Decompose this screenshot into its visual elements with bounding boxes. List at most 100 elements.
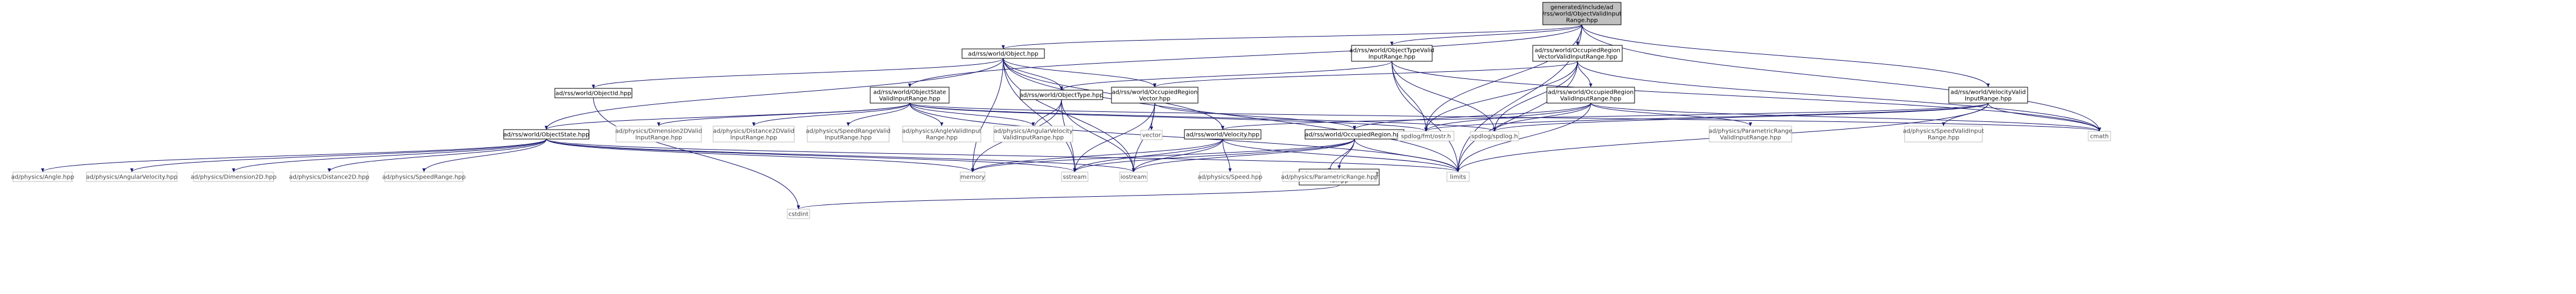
edge-objectstate-to-iostream [546, 138, 1136, 173]
edge-objectstate-to-sstream [546, 138, 1077, 173]
node-object-label-line: ad/rss/world/Object.hpp [968, 51, 1038, 58]
node-speedrange-label-line: ad/physics/SpeedRange.hpp [382, 174, 466, 181]
node-dim2d-box [193, 171, 274, 182]
edge-object-to-objectid [591, 58, 1004, 89]
node-objectstatevalid[interactable]: ad/rss/world/ObjectStateValidInputRange.… [870, 87, 950, 104]
edge-occregvalid-to-paramrangevalid [1590, 103, 1752, 127]
node-dist2dvalid-label-line: InputRange.hpp [730, 135, 777, 141]
node-velocity[interactable]: ad/rss/world/Velocity.hpp [1184, 129, 1262, 140]
node-memory-label-line: memory [960, 174, 985, 181]
edge-occregvecvalid-to-occregvec [1153, 61, 1578, 88]
node-memory: memory [960, 171, 986, 182]
node-paramrange-box [1282, 171, 1377, 182]
node-root-label-line: generated/include/ad [1550, 5, 1613, 11]
node-angle-label-line: ad/physics/Angle.hpp [11, 174, 74, 181]
edge-objectstate-to-dist2d [327, 138, 547, 173]
node-spdlogfmt-box [1397, 131, 1455, 141]
node-vector-label-line: vector [1142, 133, 1161, 139]
node-limits-box [1446, 171, 1470, 182]
edge-objectstatevalid-to-anglevalid [909, 103, 944, 127]
node-anglevalid-label-line: Range.hpp [926, 135, 958, 141]
node-occregvec-label-line: ad/rss/world/OccupiedRegion [1112, 90, 1198, 96]
edge-occreg-to-sstream [1073, 138, 1355, 173]
edge-object-to-occregvec [1003, 58, 1157, 88]
node-spdlog-label-line: spdlog/spdlog.h [1471, 134, 1517, 140]
edge-occregvalid-to-cmath [1590, 103, 2101, 132]
node-limits: limits [1446, 171, 1470, 182]
edge-velocity-to-iostream [1131, 138, 1223, 173]
node-objectstate[interactable]: ad/rss/world/ObjectState.hpp [503, 129, 590, 140]
edge-objectstate-to-limits [546, 138, 1460, 173]
node-sstream: sstream [1061, 171, 1089, 182]
edge-object-to-iostream [1003, 58, 1136, 173]
node-paramrangevalid: ad/physics/ParametricRangeValidInputRang… [1709, 125, 1792, 143]
nodes-layer: generated/include/ad/rss/world/ObjectVal… [11, 2, 2111, 219]
node-speed-box [1199, 171, 1261, 182]
node-objecttype-label-line: ad/rss/world/ObjectType.hpp [1020, 93, 1103, 99]
node-dist2d-box [290, 171, 368, 182]
edge-objecttypevalid-to-cmath [1392, 61, 2101, 132]
edge-root-to-object [1001, 24, 1582, 49]
node-velocity-box [1184, 129, 1262, 140]
edge-velocity-to-limits [1222, 138, 1460, 173]
node-occregvecvalid-label-line: VectorValidInputRange.hpp [1537, 54, 1618, 61]
node-speed-label-line: ad/physics/Speed.hpp [1197, 174, 1262, 181]
node-object[interactable]: ad/rss/world/Object.hpp [961, 48, 1045, 59]
edge-velocityvalid-to-cmath [1988, 103, 2101, 132]
edge-occreg-to-paramrange [1327, 138, 1355, 173]
node-object-box [961, 48, 1045, 59]
node-speed: ad/physics/Speed.hpp [1197, 171, 1263, 182]
edge-velocityvalid-to-velocity [1221, 103, 1989, 130]
node-objecttypevalid-box [1351, 45, 1433, 62]
edge-root-to-objectstatevalid [908, 24, 1582, 88]
node-occreg[interactable]: ad/rss/world/OccupiedRegion.hpp [1304, 129, 1405, 140]
edge-objectstatevalid-to-speedrangevalid [846, 103, 910, 127]
node-root[interactable]: generated/include/ad/rss/world/ObjectVal… [1542, 2, 1622, 25]
node-angvelvalid-label-line: ad/physics/AngularVelocity [994, 128, 1073, 135]
node-speedrangevalid-label-line: InputRange.hpp [825, 135, 872, 141]
edge-objectstate-to-angle [41, 138, 547, 173]
node-objecttype-box [1020, 90, 1103, 100]
edge-occreg-to-iostream [1131, 138, 1355, 173]
edge-objecttypevalid-to-objecttype [1060, 61, 1392, 91]
node-objecttype[interactable]: ad/rss/world/ObjectType.hpp [1020, 90, 1103, 100]
node-iostream-label-line: iostream [1121, 174, 1147, 181]
node-paramrangevalid-label-line: ValidInputRange.hpp [1720, 135, 1781, 141]
edge-velocity-to-sstream [1073, 138, 1223, 173]
edge-objectstatevalid-to-dim2dvalid [657, 103, 910, 127]
edge-root-to-spdlogfmt [1424, 24, 1582, 132]
edge-root-to-velocityvalid [1582, 24, 1990, 88]
node-iostream: iostream [1119, 171, 1148, 182]
node-dim2dvalid-label-line: ad/physics/Dimension2DValid [615, 128, 703, 135]
node-cmath-box [2088, 131, 2111, 141]
edge-root-to-objecttypevalid [1390, 24, 1582, 46]
node-dim2d: ad/physics/Dimension2D.hpp [191, 171, 277, 182]
node-occregvecvalid-box [1532, 45, 1623, 62]
edge-occregvec-to-sstream [1073, 103, 1155, 173]
node-cmath: cmath [2088, 131, 2111, 141]
node-dim2dvalid: ad/physics/Dimension2DValidInputRange.hp… [615, 125, 703, 143]
edge-objectstatevalid-to-dist2dvalid [752, 103, 910, 127]
node-occregvecvalid[interactable]: ad/rss/world/OccupiedRegionVectorValidIn… [1532, 45, 1623, 62]
node-objectstatevalid-label-line: ValidInputRange.hpp [879, 96, 940, 103]
node-angvel-label-line: ad/physics/AngularVelocity.hpp [86, 174, 177, 181]
node-angvelvalid-box [993, 125, 1073, 143]
node-speedrangevalid-box [807, 125, 890, 143]
node-dist2d: ad/physics/Distance2D.hpp [289, 171, 370, 182]
node-occregvalid-box [1546, 87, 1635, 104]
node-occregvalid[interactable]: ad/rss/world/OccupiedRegionValidInputRan… [1546, 87, 1635, 104]
node-objectstatevalid-box [870, 87, 950, 104]
node-objecttypevalid[interactable]: ad/rss/world/ObjectTypeValidInputRange.h… [1349, 45, 1435, 62]
edge-objectstate-to-dim2d [232, 138, 547, 173]
edge-lanesegid-to-cstdint [797, 184, 1340, 210]
edge-occregvalid-to-spdlog [1493, 103, 1591, 132]
node-objectid[interactable]: ad/rss/world/ObjectId.hpp [554, 88, 633, 98]
node-objectstatevalid-label-line: ad/rss/world/ObjectState [873, 90, 946, 96]
edge-objectstatevalid-to-angvelvalid [909, 103, 1035, 127]
edge-object-to-objectstate [544, 58, 1004, 130]
